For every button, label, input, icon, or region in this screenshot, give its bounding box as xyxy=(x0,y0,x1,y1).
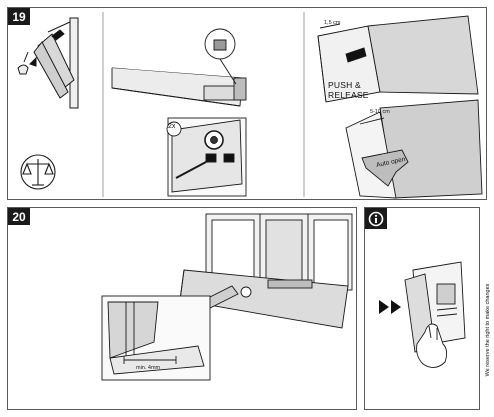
balance-scale-icon xyxy=(20,154,56,190)
info-icon xyxy=(368,211,384,226)
hand-turning-page-drawing xyxy=(404,261,466,368)
disclaimer-text: We reserve the right to make changes xyxy=(485,283,491,377)
door-open-drawing xyxy=(345,99,483,199)
open-dimension-label: 5-10 cm xyxy=(370,109,390,115)
disclaimer-note: We reserve the right to make changes xyxy=(482,260,494,400)
step-20-badge: 20 xyxy=(8,208,30,225)
step-19-panel: 19 xyxy=(7,7,487,200)
gap-dimension-label: 1,5 cm xyxy=(324,20,341,26)
manual-page-illustration xyxy=(379,261,466,368)
door-push-drawing xyxy=(317,15,479,103)
hinge-arm-drawing xyxy=(29,17,79,109)
detail-inset-drawing xyxy=(101,295,211,381)
screw-count-label: 2x xyxy=(168,123,176,130)
cabinet-rail-drawing xyxy=(111,28,247,107)
step-19-badge: 19 xyxy=(8,8,30,25)
step-20-illustration xyxy=(101,213,353,381)
min-dimension-label: min. 4mm xyxy=(136,365,161,371)
fast-forward-icon xyxy=(379,300,401,314)
info-panel xyxy=(364,207,480,410)
step-19-illustration xyxy=(17,12,483,199)
info-badge xyxy=(365,208,387,229)
step-20-panel: 20 min. 4mm xyxy=(7,207,357,410)
screw-detail-inset xyxy=(166,117,247,197)
toe-kick-panel-drawing xyxy=(179,269,349,329)
screwdriver-icon xyxy=(17,51,29,75)
push-release-label: PUSH & RELEASE xyxy=(328,80,369,100)
